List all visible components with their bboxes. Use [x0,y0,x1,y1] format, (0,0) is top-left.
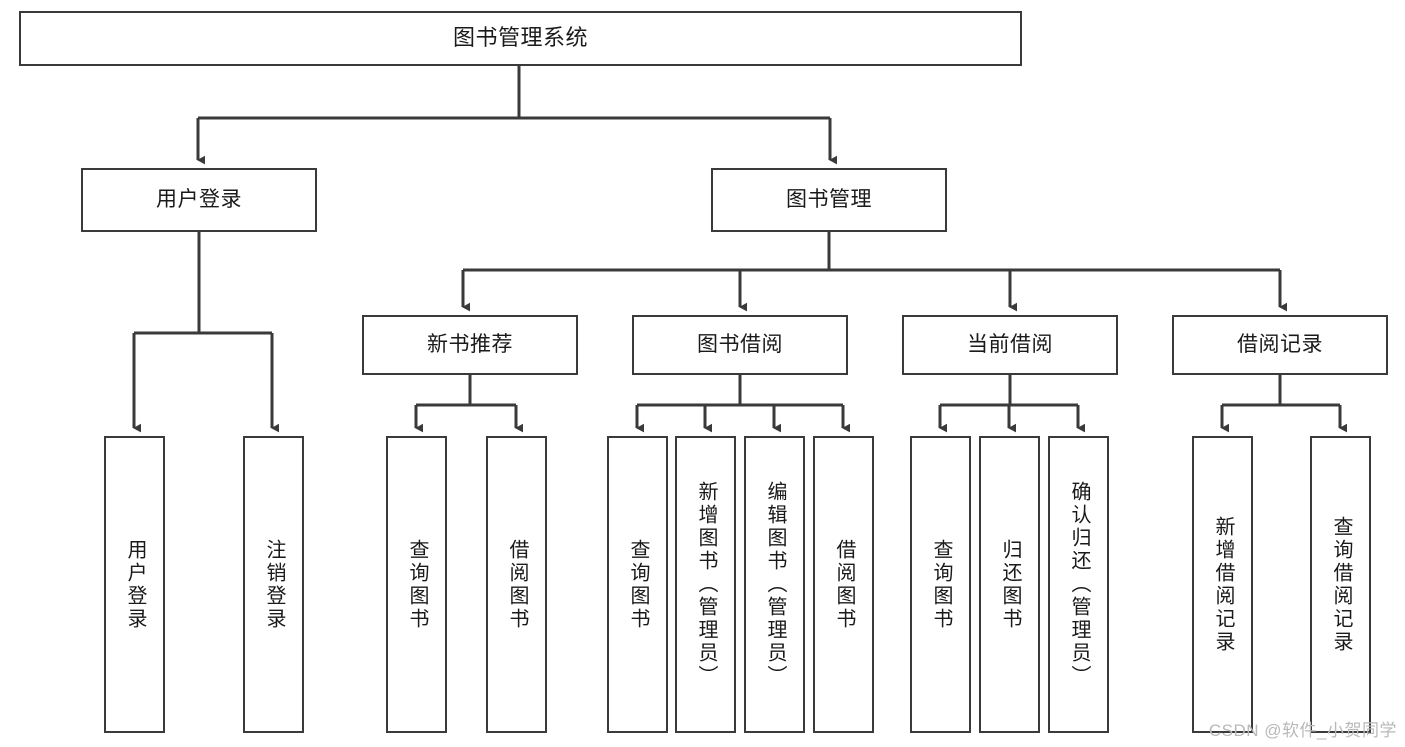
leaf-query-borrowing-record[interactable]: 查询借阅记录 [1310,436,1371,733]
node-label: 新增图书（管理员） [695,481,717,688]
node-label: 用户登录 [124,538,146,631]
node-user-login[interactable]: 用户登录 [81,168,317,232]
node-label: 确认归还（管理员） [1068,481,1090,688]
node-label: 图书管理 [786,188,872,212]
node-label: 查询图书 [627,538,649,631]
leaf-user-login[interactable]: 用户登录 [104,436,165,733]
node-label: 借阅图书 [506,538,528,631]
leaf-query-books-borrowing[interactable]: 查询图书 [607,436,668,733]
node-label: 查询借阅记录 [1330,515,1352,654]
node-root-book-management-system[interactable]: 图书管理系统 [19,11,1022,66]
node-label: 查询图书 [406,538,428,631]
node-label: 新书推荐 [427,333,513,357]
leaf-add-book-admin[interactable]: 新增图书（管理员） [675,436,736,733]
leaf-query-books-recommendation[interactable]: 查询图书 [386,436,447,733]
node-label: 当前借阅 [967,333,1053,357]
node-borrowing-records[interactable]: 借阅记录 [1172,315,1388,375]
leaf-logout[interactable]: 注销登录 [243,436,304,733]
node-current-borrowing[interactable]: 当前借阅 [902,315,1118,375]
node-new-book-recommendation[interactable]: 新书推荐 [362,315,578,375]
node-label: 查询图书 [930,538,952,631]
leaf-return-books[interactable]: 归还图书 [979,436,1040,733]
node-label: 借阅图书 [833,538,855,631]
node-book-management[interactable]: 图书管理 [711,168,947,232]
node-label: 编辑图书（管理员） [764,481,786,688]
node-label: 注销登录 [263,538,285,631]
node-book-borrowing[interactable]: 图书借阅 [632,315,848,375]
leaf-add-borrowing-record[interactable]: 新增借阅记录 [1192,436,1253,733]
node-label: 用户登录 [156,188,242,212]
leaf-borrow-books-recommendation[interactable]: 借阅图书 [486,436,547,733]
node-label: 新增借阅记录 [1212,515,1234,654]
leaf-query-books-current[interactable]: 查询图书 [910,436,971,733]
node-label: 图书借阅 [697,333,783,357]
leaf-edit-book-admin[interactable]: 编辑图书（管理员） [744,436,805,733]
leaf-confirm-return-admin[interactable]: 确认归还（管理员） [1048,436,1109,733]
node-label: 归还图书 [999,538,1021,631]
node-label: 图书管理系统 [452,25,588,51]
watermark: CSDN @软件_小贺同学 [1208,721,1397,740]
node-label: 借阅记录 [1237,333,1323,357]
leaf-borrow-books-borrowing[interactable]: 借阅图书 [813,436,874,733]
